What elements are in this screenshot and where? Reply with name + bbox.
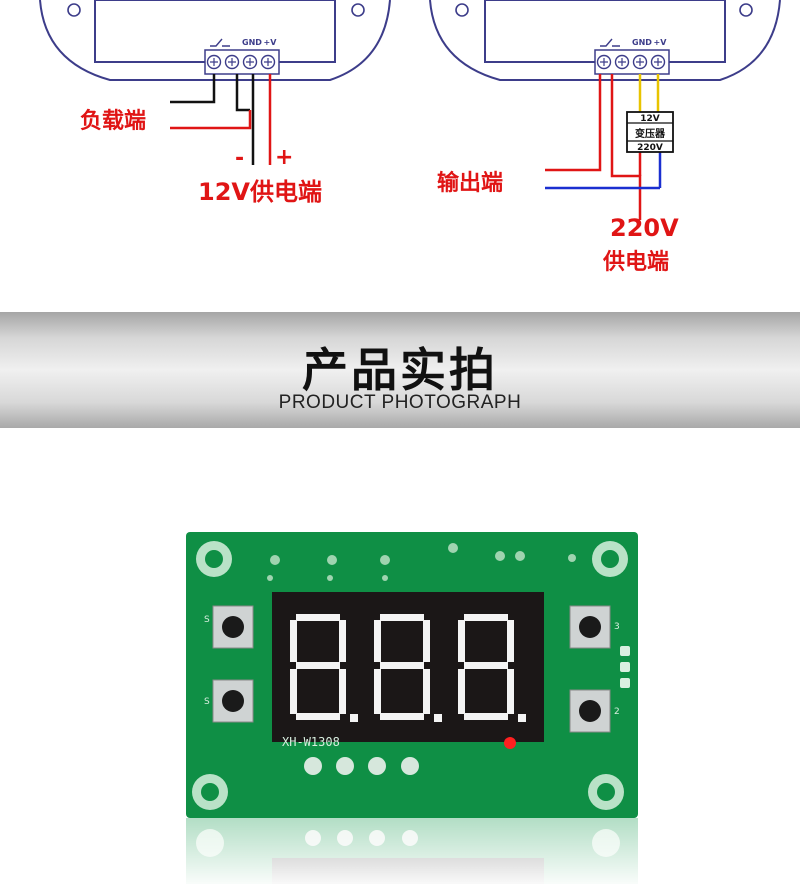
silk-label-s1: S [204, 615, 210, 625]
supply-220v-voltage: 220V [610, 214, 679, 242]
transformer-box [626, 111, 674, 153]
right-screw-hole-2 [739, 3, 753, 17]
pcb-vias [267, 543, 576, 581]
left-terminal-block [204, 38, 280, 75]
tactile-button-bottom-right [569, 689, 611, 733]
banner-title: 产品实拍 [302, 343, 498, 397]
left-screw-hole-1 [67, 3, 81, 17]
minus-sign: - [235, 146, 245, 171]
output-wire-2 [610, 74, 642, 220]
right-v-label: +V [654, 38, 668, 47]
left-device-housing [39, 0, 391, 81]
silk-label-3: 3 [614, 622, 620, 632]
right-terminal-block [594, 38, 670, 75]
header-pads [620, 646, 630, 688]
plus-sign: + [275, 145, 294, 170]
transformer-top-label: 12V [640, 114, 660, 124]
left-v-label: +V [264, 38, 278, 47]
tactile-button-bottom-left [212, 679, 254, 723]
right-screw-hole-1 [455, 3, 469, 17]
silk-label-2: 2 [614, 707, 620, 717]
right-gnd-label: GND [632, 38, 652, 47]
load-wire-3 [170, 110, 252, 130]
tactile-button-top-left [212, 605, 254, 649]
pcb-board-illustration: XH-W1308 S S 3 2 [180, 532, 650, 884]
bottom-pads [304, 757, 419, 775]
output-wire-1 [545, 74, 602, 172]
left-screw-hole-2 [351, 3, 365, 17]
display-segments [290, 614, 526, 722]
product-photo: XH-W1308 S S 3 2 [0, 428, 800, 884]
left-gnd-label: GND [242, 38, 262, 47]
seven-segment-display [272, 592, 544, 742]
transformer-bottom-label: 220V [637, 143, 663, 153]
transformer-name-label: 变压器 [635, 127, 666, 140]
pcb-main: XH-W1308 S S 3 2 [186, 532, 638, 818]
silkscreen-model: XH-W1308 [282, 735, 340, 749]
load-wire-2 [235, 74, 250, 112]
supply-12v-label: 12V供电端 [198, 178, 322, 206]
output-terminal-label: 输出端 [437, 171, 504, 196]
supply-220v-label: 供电端 [603, 250, 670, 275]
silk-label-s2: S [204, 697, 210, 707]
load-wire-1 [170, 74, 216, 104]
relay-switch-icon-right [600, 38, 620, 47]
relay-switch-icon [210, 38, 230, 47]
tactile-button-top-right [569, 605, 611, 649]
right-device-housing [429, 0, 781, 81]
load-terminal-label: 负载端 [80, 109, 147, 134]
reflection-fade [180, 818, 650, 884]
mounting-holes [192, 541, 628, 810]
section-banner: 产品实拍 PRODUCT PHOTOGRAPH [0, 312, 800, 428]
wiring-diagram-graphic: GND +V GND +V 12V 变压器 220V [39, 0, 781, 220]
status-led [504, 737, 516, 749]
banner-subtitle: PRODUCT PHOTOGRAPH [278, 392, 522, 413]
wiring-diagrams: GND +V GND +V 12V 变压器 220V 负载端 - + 12V供电… [0, 0, 800, 310]
